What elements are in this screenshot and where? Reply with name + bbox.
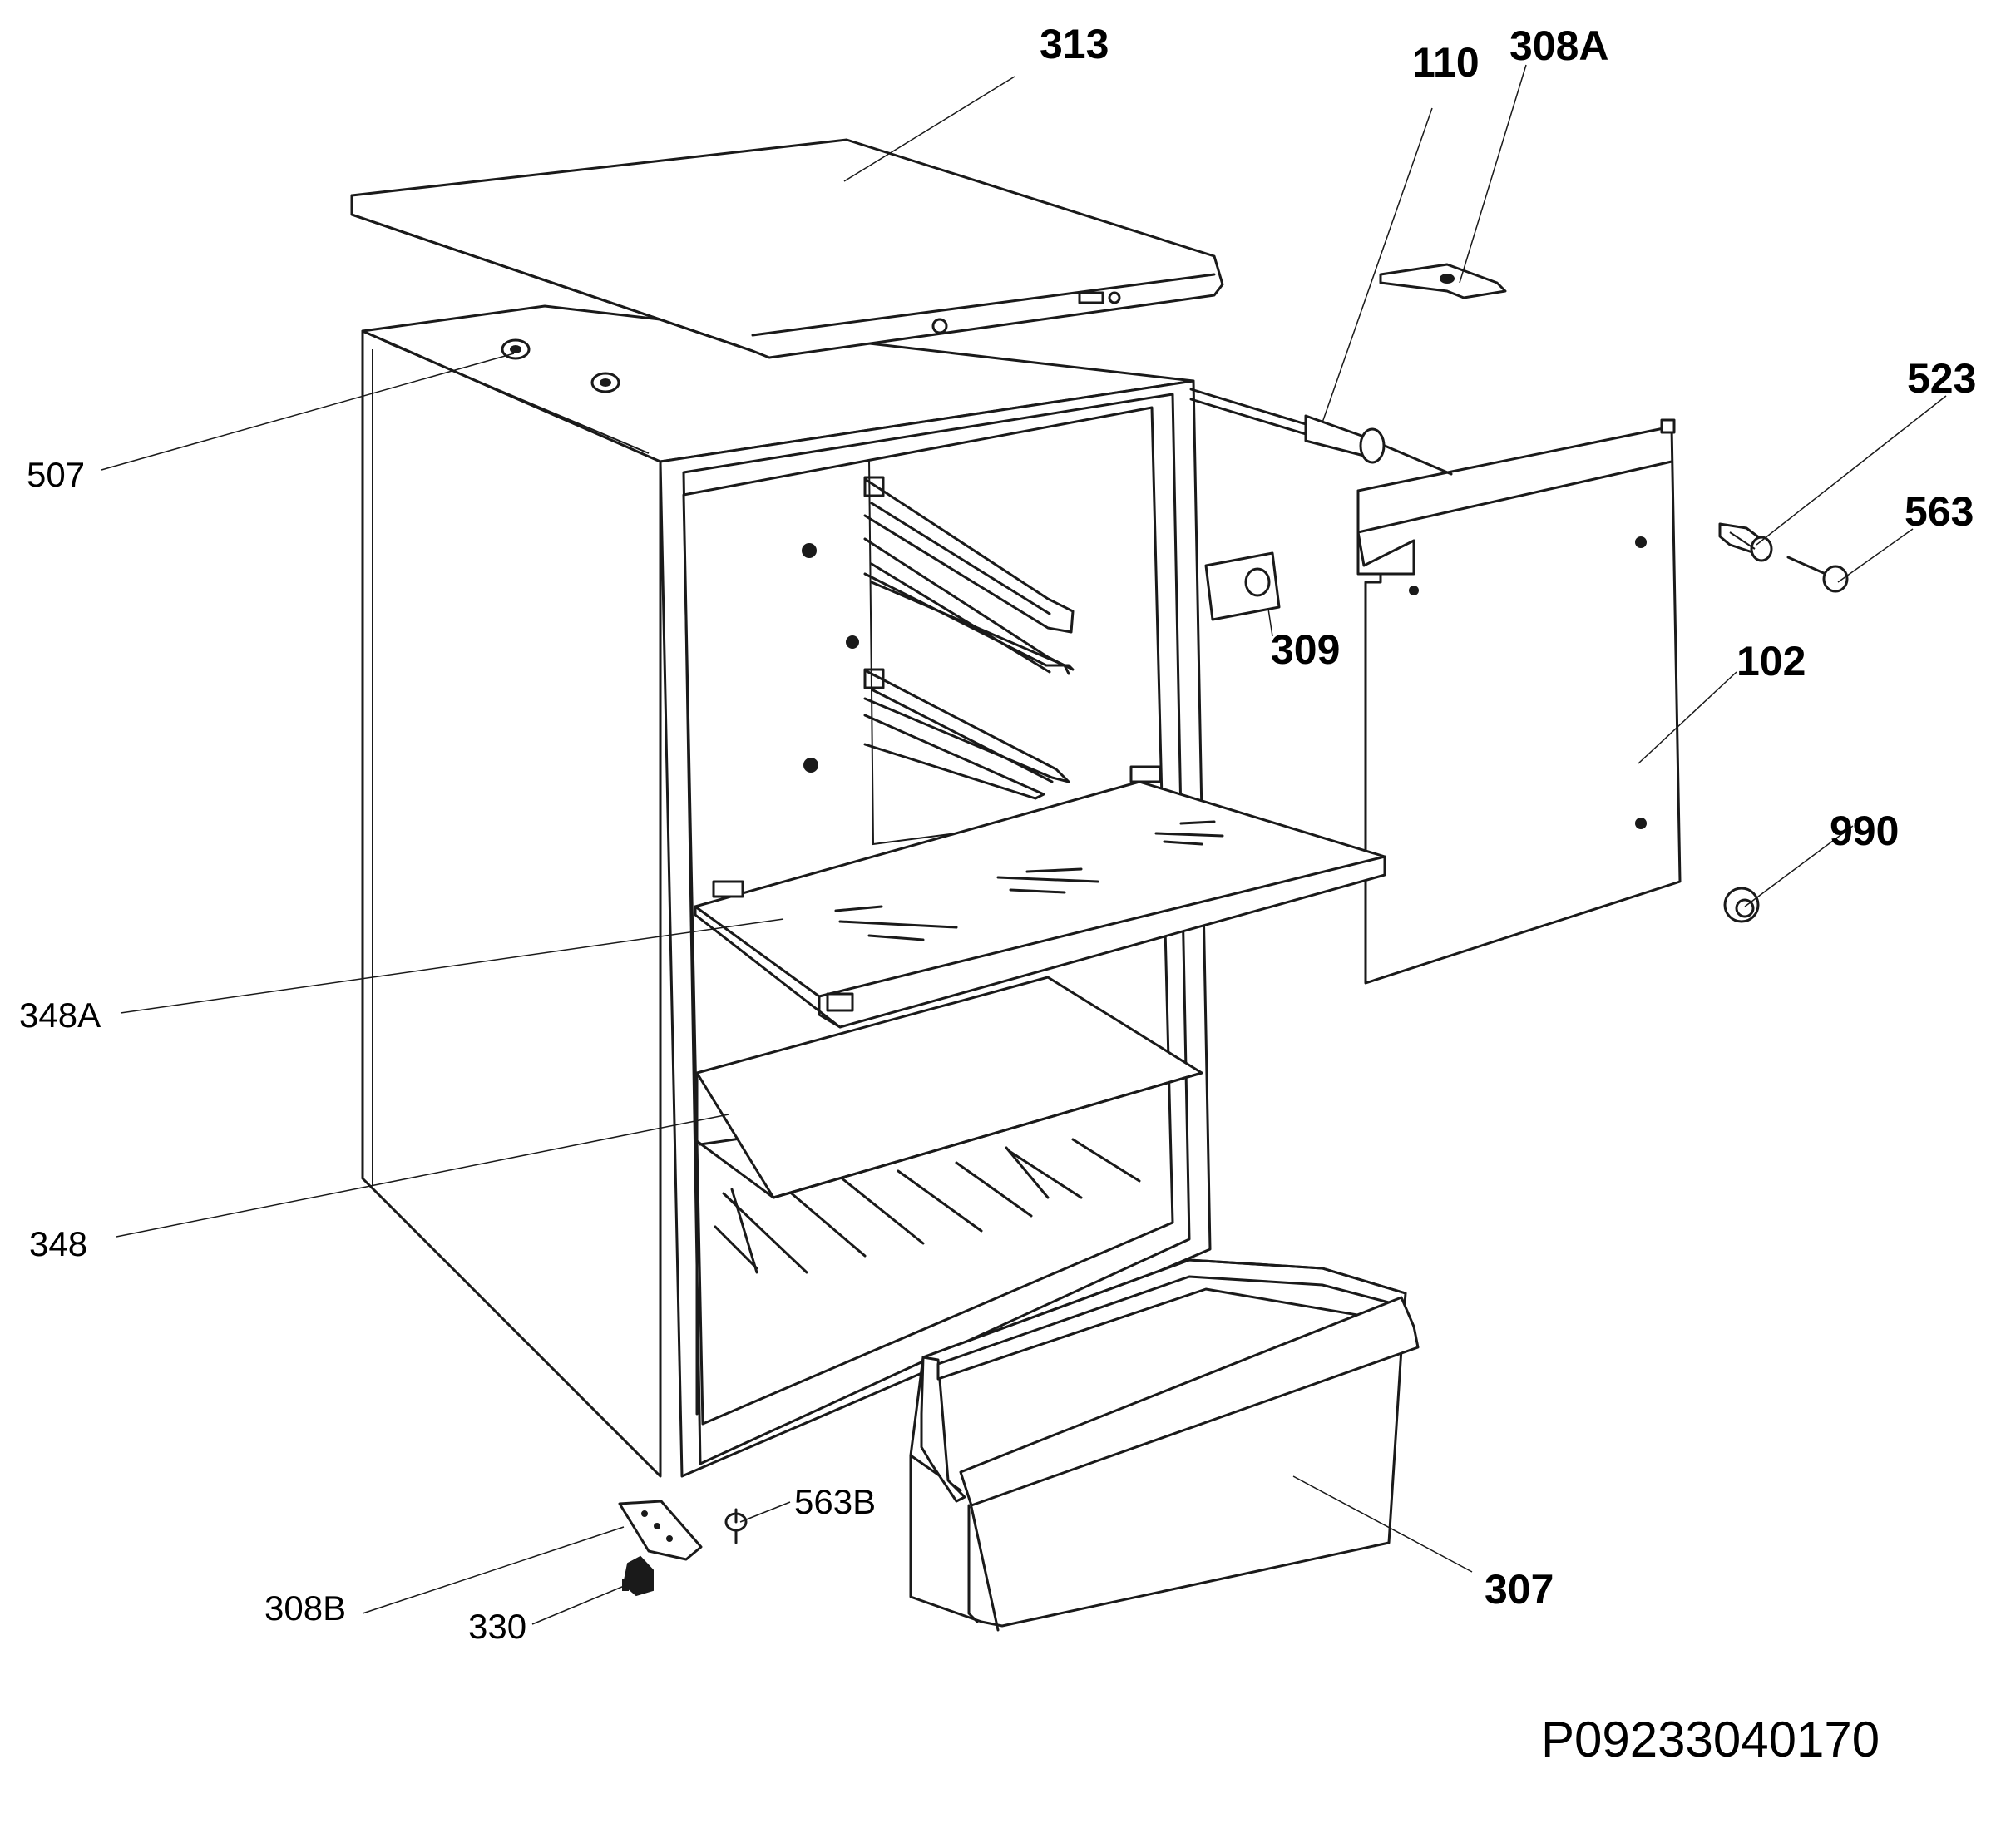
hinge-pin-lower bbox=[724, 1508, 748, 1544]
door-catch bbox=[1204, 551, 1281, 621]
callout-523: 523 bbox=[1907, 355, 1976, 402]
drawing-code: P09233040170 bbox=[1541, 1712, 1880, 1767]
callout-348a: 348A bbox=[19, 996, 101, 1035]
callout-507: 507 bbox=[27, 455, 85, 494]
leader-lines bbox=[101, 64, 1947, 1625]
callout-309: 309 bbox=[1271, 626, 1340, 673]
cabinet-left-side bbox=[361, 329, 662, 1478]
shelf-rails bbox=[863, 476, 1075, 800]
callout-102: 102 bbox=[1737, 638, 1806, 684]
glass-shelf-lower bbox=[695, 976, 1203, 1199]
handle-bolt bbox=[1718, 522, 1773, 562]
bottom-hinge-bracket bbox=[618, 1500, 703, 1561]
callout-563b: 563B bbox=[794, 1482, 876, 1521]
door-screw bbox=[1786, 556, 1849, 593]
top-bolts bbox=[501, 338, 620, 393]
callout-308b: 308B bbox=[264, 1589, 346, 1628]
screw-hole-icon bbox=[846, 635, 859, 649]
callout-563: 563 bbox=[1905, 488, 1974, 535]
crisper-drawer bbox=[909, 1258, 1420, 1632]
adjustable-foot bbox=[1723, 887, 1760, 923]
callout-labels: 313 110 308A 523 563 309 102 990 507 348… bbox=[19, 21, 1976, 1646]
callout-348: 348 bbox=[29, 1224, 87, 1263]
top-hinge-bracket bbox=[1379, 263, 1507, 299]
hinge-bushing bbox=[622, 1555, 654, 1597]
door-panel bbox=[1356, 418, 1682, 985]
screw-hole-icon bbox=[802, 543, 817, 558]
callout-307: 307 bbox=[1485, 1566, 1554, 1613]
callout-110: 110 bbox=[1412, 39, 1480, 86]
callout-308a: 308A bbox=[1509, 22, 1609, 69]
callout-313: 313 bbox=[1040, 21, 1109, 67]
glass-shelf-upper bbox=[694, 765, 1386, 1029]
hinge-pin bbox=[1189, 388, 1453, 476]
callout-990: 990 bbox=[1830, 808, 1899, 854]
screw-hole-icon bbox=[803, 758, 818, 773]
top-cover bbox=[350, 138, 1224, 359]
callout-330: 330 bbox=[468, 1607, 526, 1646]
